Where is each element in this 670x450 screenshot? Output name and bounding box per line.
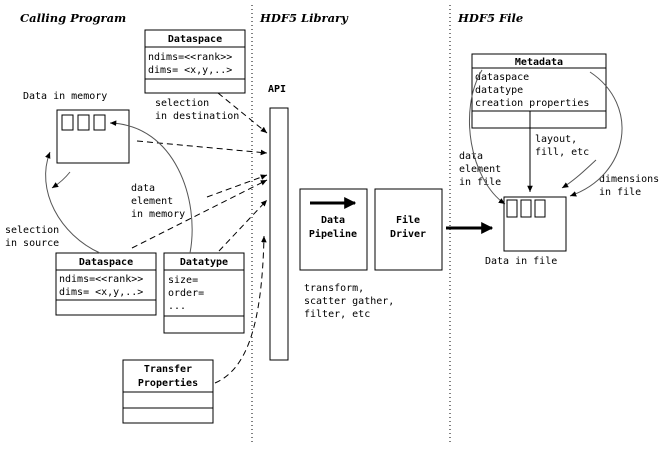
memory-element-3 [93, 114, 106, 131]
data-in-memory-label: Data in memory [23, 91, 107, 102]
column-title-hdf5-file: HDF5 File [457, 11, 523, 25]
file-driver-title-2: Driver [390, 228, 426, 240]
dataspace-destination-ndims: ndims=<<rank>> [148, 52, 232, 63]
api-label: API [268, 84, 286, 95]
arrow-datatype-to-api [218, 199, 268, 252]
dimensions-in-file-label-2: in file [599, 187, 641, 198]
layout-label-1: layout, [535, 134, 577, 145]
transfer-properties-title-1: Transfer [144, 364, 192, 375]
curve-data-element-in-file [469, 69, 506, 205]
dimensions-in-file-label-1: dimensions [599, 174, 659, 185]
datatype-title: Datatype [180, 257, 228, 268]
data-element-in-memory-label-2: element [131, 196, 173, 207]
datatype-size: size= [168, 275, 198, 286]
file-driver-title-1: File [396, 214, 420, 226]
metadata-creation-properties: creation properties [475, 98, 589, 109]
metadata-datatype: datatype [475, 85, 523, 96]
dataspace-source-box: Dataspace ndims=<<rank>> dims= <x,y,..> [55, 252, 157, 316]
dataspace-source-title: Dataspace [79, 257, 133, 268]
datatype-more: ... [168, 301, 186, 312]
arrow-memory-to-api [136, 140, 268, 156]
file-element-1 [506, 199, 518, 218]
selection-in-source-label-2: in source [5, 238, 59, 249]
data-pipeline-title-2: Pipeline [309, 228, 357, 240]
metadata-dataspace: dataspace [475, 72, 529, 83]
data-pipeline-box: Data Pipeline [299, 188, 368, 271]
memory-element-2 [77, 114, 90, 131]
datatype-order: order= [168, 288, 204, 299]
data-in-memory-box [56, 109, 130, 164]
selection-in-destination-label-2: in destination [155, 111, 239, 122]
metadata-box: Metadata dataspace datatype creation pro… [471, 53, 607, 129]
curve-dimensions-hook [561, 159, 597, 189]
dataspace-source-ndims: ndims=<<rank>> [59, 274, 143, 285]
dataspace-destination-dims: dims= <x,y,..> [148, 65, 232, 76]
curve-selection-in-source [45, 151, 101, 254]
column-title-calling-program: Calling Program [20, 11, 126, 25]
file-element-2 [520, 199, 532, 218]
arrow-transfer-to-api [214, 235, 267, 384]
data-element-in-file-label-3: in file [459, 177, 501, 188]
data-element-in-file-label-1: data [459, 151, 483, 162]
data-pipeline-title-1: Data [321, 215, 345, 226]
dataspace-destination-title: Dataspace [168, 34, 222, 45]
memory-element-1 [61, 114, 74, 131]
arrow-element-memory-to-api [206, 174, 268, 198]
data-element-in-file-label-2: element [459, 164, 501, 175]
selection-in-destination-label-1: selection [155, 98, 209, 109]
file-driver-box: File Driver [374, 188, 443, 271]
api-bar [269, 107, 289, 361]
dataspace-destination-box: Dataspace ndims=<<rank>> dims= <x,y,..> [144, 29, 246, 94]
curve-selection-hook [51, 171, 71, 189]
column-title-hdf5-library: HDF5 Library [259, 11, 349, 25]
curve-datatype-to-memory [109, 120, 193, 254]
datatype-box: Datatype size= order= ... [163, 252, 245, 334]
metadata-title: Metadata [515, 57, 563, 68]
data-in-file-label: Data in file [485, 256, 557, 267]
layout-label-2: fill, etc [535, 147, 589, 158]
selection-in-source-label-1: selection [5, 225, 59, 236]
curve-dimensions-in-file [569, 71, 623, 197]
transform-label-1: transform, [304, 283, 364, 294]
file-element-3 [534, 199, 546, 218]
transform-label-3: filter, etc [304, 309, 370, 320]
arrow-dataspace-dest-to-api [217, 92, 268, 134]
data-in-file-box [503, 196, 567, 252]
dataspace-source-dims: dims= <x,y,..> [59, 287, 143, 298]
transfer-properties-box: Transfer Properties [122, 359, 214, 424]
transform-label-2: scatter gather, [304, 296, 394, 307]
arrow-dataspace-src-to-api [131, 179, 268, 249]
data-element-in-memory-label-1: data [131, 183, 155, 194]
data-element-in-memory-label-3: in memory [131, 209, 185, 220]
transfer-properties-title-2: Properties [138, 377, 198, 389]
